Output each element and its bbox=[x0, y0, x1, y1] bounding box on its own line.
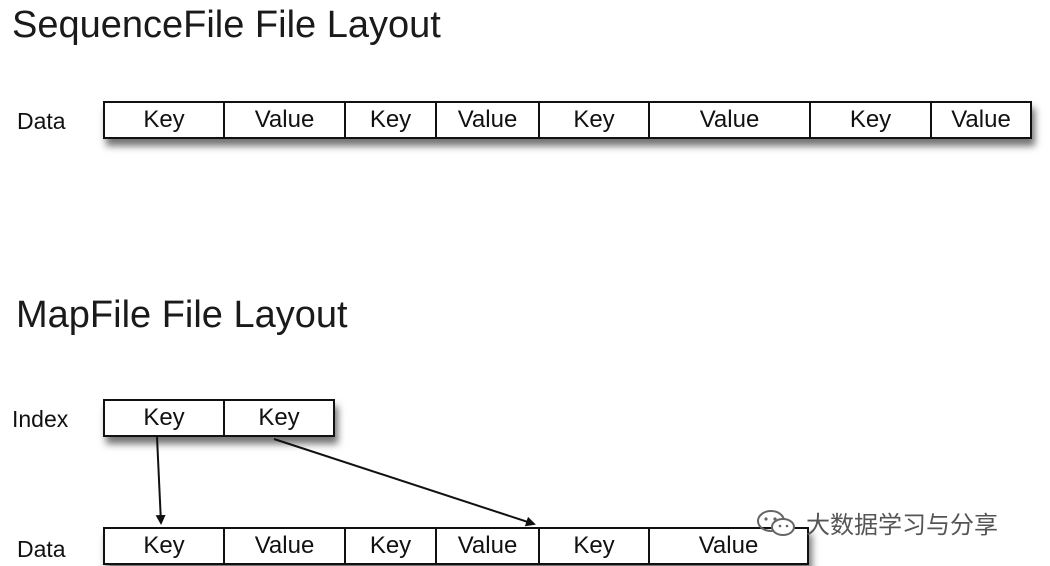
mapfile-title: MapFile File Layout bbox=[16, 294, 348, 336]
map-value-cell: Value bbox=[437, 529, 540, 563]
map-key-cell: Key bbox=[346, 529, 437, 563]
map-value-cell: Value bbox=[225, 529, 346, 563]
index-key-cell: Key bbox=[258, 404, 300, 431]
wechat-icon bbox=[757, 509, 795, 536]
index-arrow-1 bbox=[155, 436, 166, 525]
map-data-record-bar: Key Value Key Value Key Value bbox=[103, 527, 809, 565]
index-key-cell: Key bbox=[105, 401, 225, 435]
seq-key-cell: Key bbox=[105, 103, 225, 137]
seq-value-cell: Value bbox=[437, 103, 540, 137]
seq-data-label: Data bbox=[17, 108, 66, 134]
sequencefile-title: SequenceFile File Layout bbox=[12, 4, 441, 46]
watermark: 大数据学习与分享 bbox=[754, 505, 998, 540]
seq-key-cell: Key bbox=[811, 103, 932, 137]
map-key-cell: Key bbox=[105, 529, 225, 563]
seq-value-cell: Value bbox=[951, 106, 1011, 133]
seq-value-cell: Value bbox=[225, 103, 346, 137]
seq-value-cell: Value bbox=[650, 103, 811, 137]
map-index-label: Index bbox=[12, 406, 69, 432]
watermark-text: 大数据学习与分享 bbox=[806, 512, 998, 539]
map-key-cell: Key bbox=[540, 529, 650, 563]
map-index-bar: Key Key bbox=[103, 399, 335, 437]
seq-key-cell: Key bbox=[540, 103, 650, 137]
map-value-cell: Value bbox=[698, 532, 759, 559]
index-arrow-2 bbox=[273, 438, 536, 527]
seq-data-record-bar: Key Value Key Value Key Value Key Value bbox=[103, 101, 1032, 139]
seq-key-cell: Key bbox=[346, 103, 437, 137]
map-data-label: Data bbox=[17, 536, 66, 562]
